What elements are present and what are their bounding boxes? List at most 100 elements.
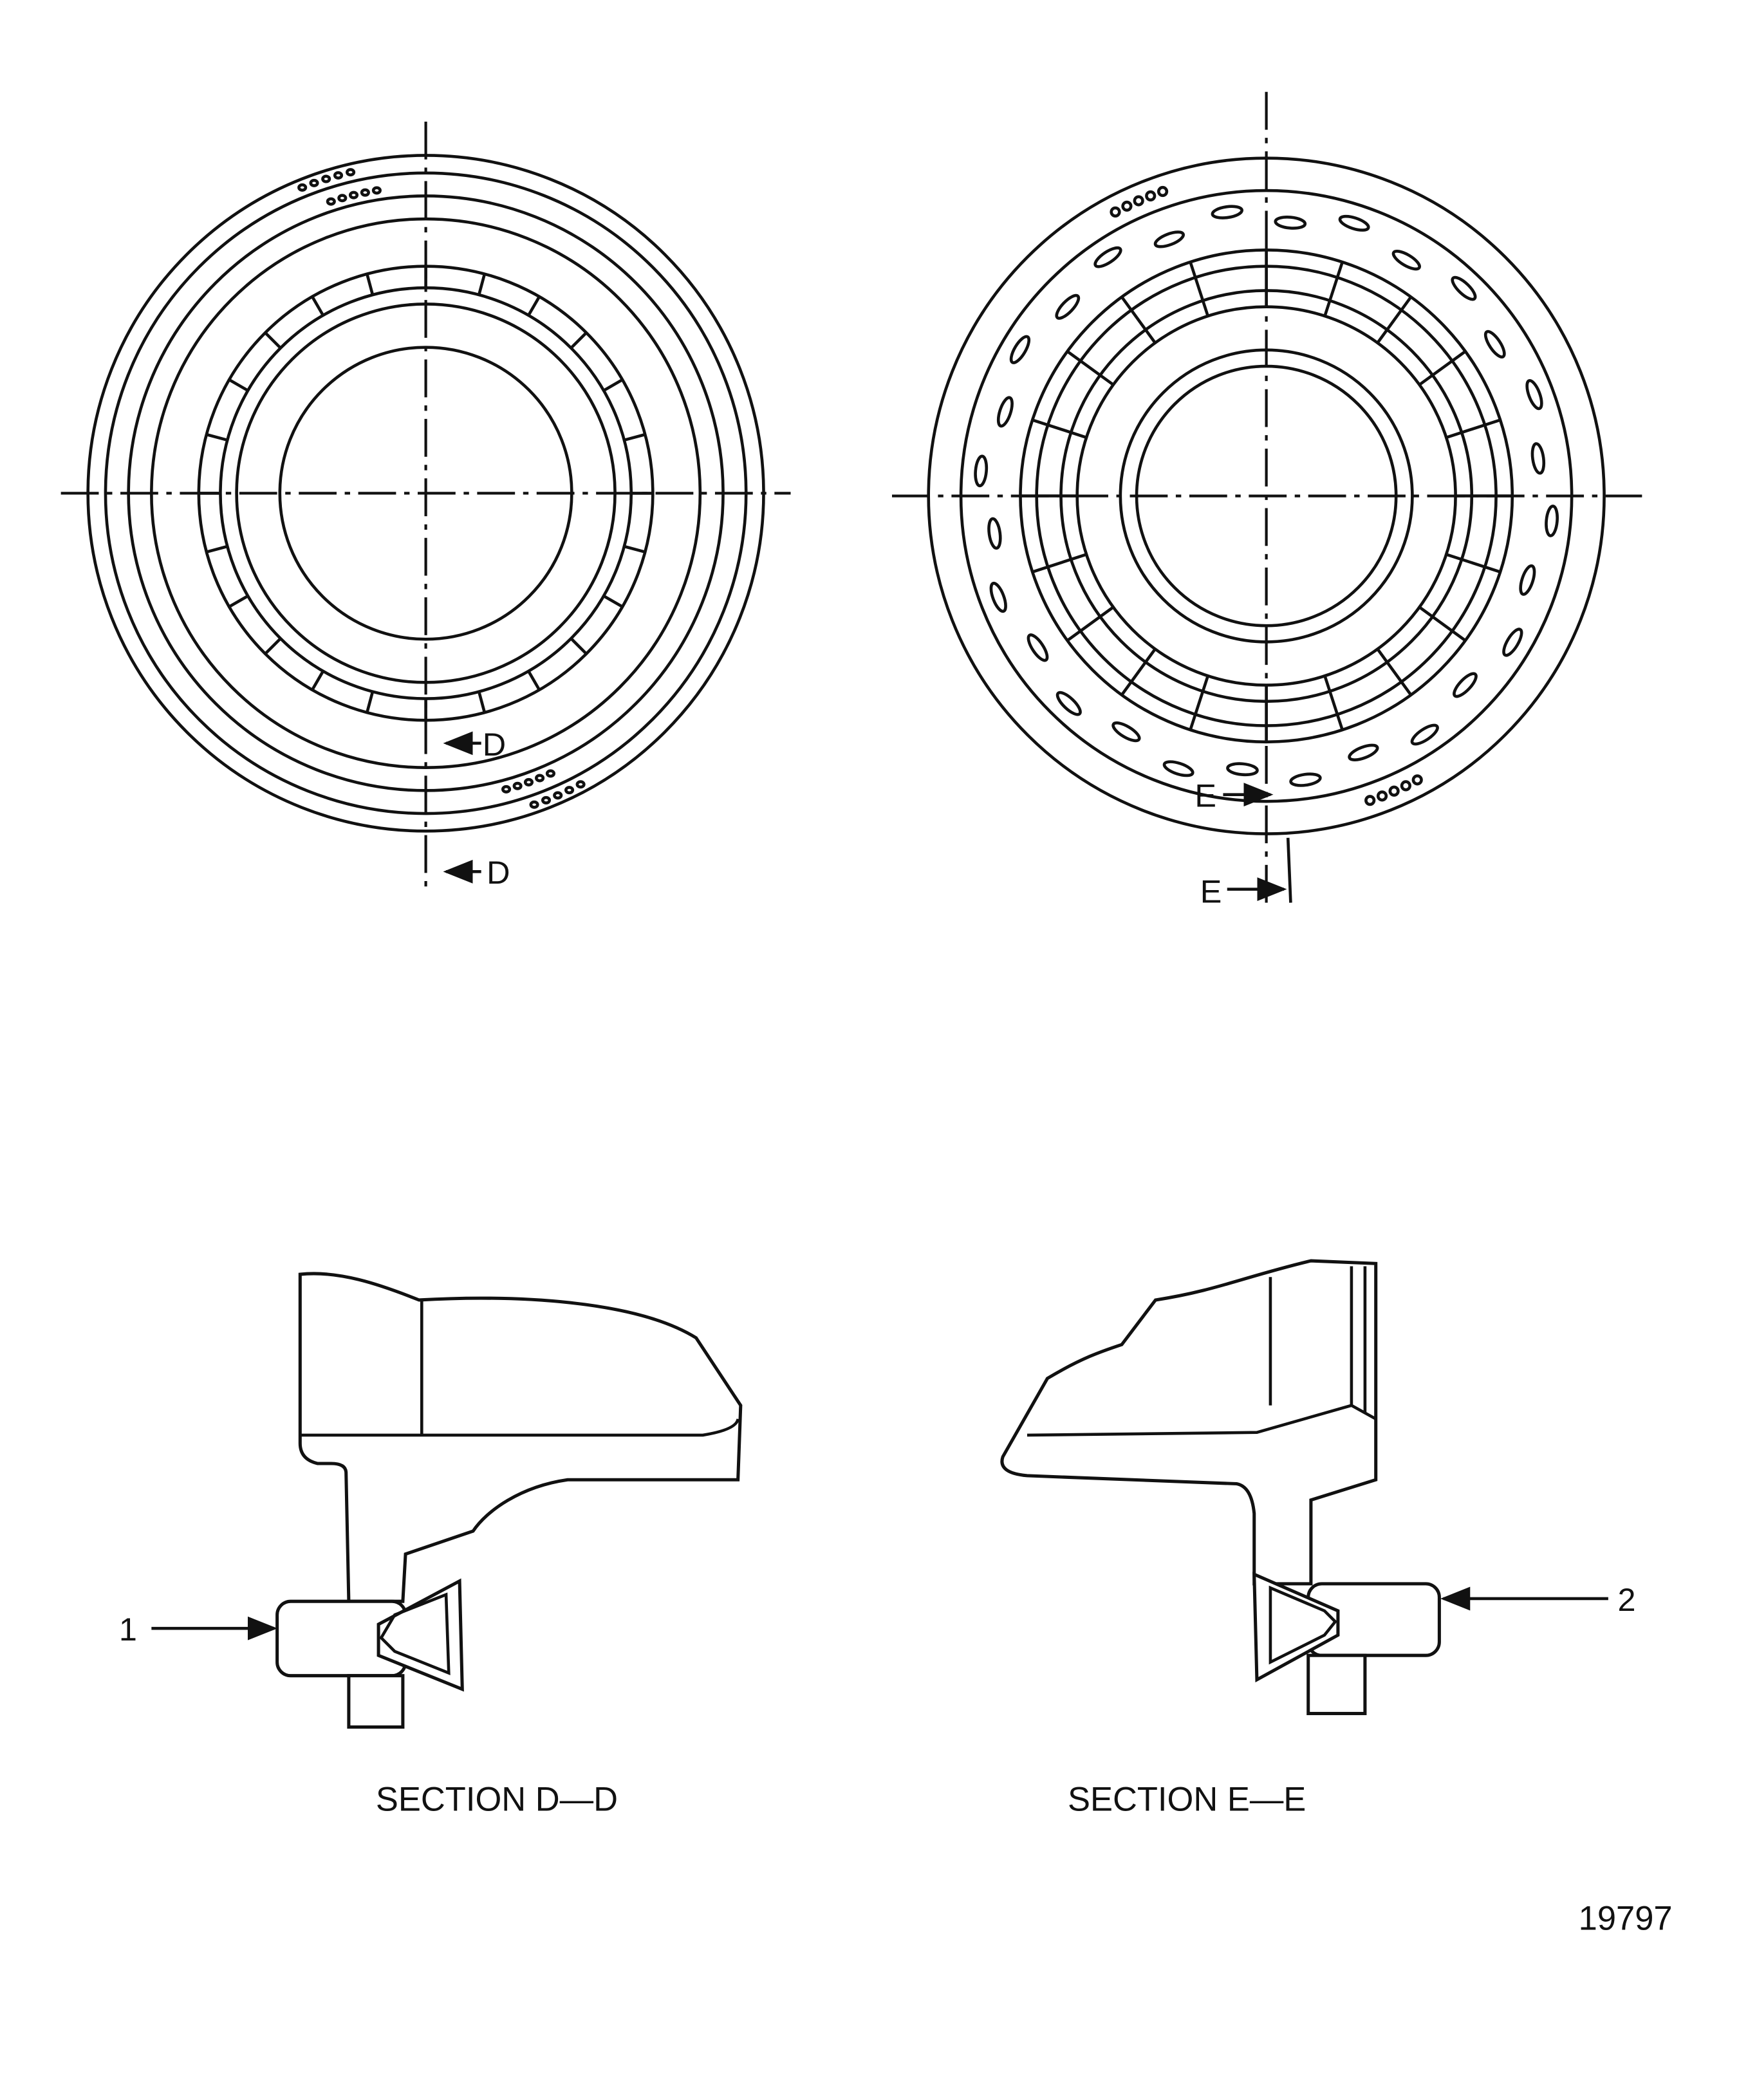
cage-spoke [1446, 553, 1501, 573]
oil-hole-oval [1453, 672, 1478, 698]
cage-spoke [1032, 418, 1087, 439]
oil-hole-oval [987, 517, 1002, 550]
section-e-e-caption: SECTION E—E [1068, 1781, 1306, 1819]
cage-spoke [1032, 553, 1087, 573]
roller-dot [512, 781, 523, 790]
cage-spoke [1376, 648, 1413, 696]
oil-hole-oval [1410, 723, 1439, 746]
oil-hole-oval [1338, 214, 1370, 232]
roller-dot [1364, 795, 1376, 806]
roller-dot [326, 197, 336, 206]
oil-hole-oval [1483, 330, 1506, 359]
cage-slot [311, 670, 325, 691]
oil-hole-oval [1545, 505, 1559, 537]
oil-hole-oval [1055, 691, 1082, 716]
roller-dot [545, 769, 556, 778]
roller-dot [297, 183, 308, 192]
roller-dot [1400, 780, 1411, 792]
cage-slot [206, 432, 228, 442]
oil-hole-oval [1162, 760, 1195, 777]
section-d-d-caption: SECTION D—D [376, 1781, 618, 1819]
oil-hole-oval [974, 454, 989, 488]
cage-slot [527, 670, 541, 691]
roller-dot [501, 785, 512, 794]
roller-dot [333, 171, 344, 180]
oil-hole-oval [1274, 216, 1307, 230]
cage-slot [477, 691, 487, 713]
roller-dot [1110, 206, 1121, 218]
oil-hole-oval [1211, 205, 1243, 219]
section-mark-d-lower: D [487, 854, 510, 891]
oil-hole-oval [1348, 743, 1379, 761]
cage-spoke [1446, 418, 1501, 439]
cage-spoke [1120, 648, 1157, 696]
cage-spoke [1376, 296, 1413, 344]
cage-slot [264, 637, 282, 655]
roller-dot [371, 186, 382, 195]
cage-slot [602, 378, 624, 392]
cage-spoke [1418, 350, 1467, 386]
roller-dot [1157, 185, 1169, 198]
cage-slot [624, 432, 646, 442]
cage-slot [527, 295, 541, 317]
cage-slot [570, 331, 588, 349]
oil-hole-oval [989, 581, 1007, 613]
section-mark-e-lower: E [1200, 873, 1222, 910]
callout-2: 2 [1618, 1581, 1636, 1618]
roller-dot [1121, 200, 1133, 212]
oil-hole-oval [1027, 633, 1049, 662]
cage-spoke [1066, 350, 1115, 386]
roller-dot [1145, 190, 1157, 201]
left-circular-view: D D [60, 121, 791, 895]
roller-dot [535, 774, 545, 783]
cage-spoke [1189, 261, 1209, 317]
roller-dot [321, 174, 331, 183]
cage-slot [624, 544, 646, 553]
right-circular-view: E E [891, 91, 1642, 910]
oil-hole-oval [1289, 772, 1322, 787]
oil-hole-oval [1055, 293, 1081, 320]
oil-hole-oval [996, 396, 1014, 428]
oil-hole-oval [1391, 250, 1421, 271]
cage-slot [311, 295, 325, 317]
oil-hole-oval [1226, 762, 1259, 777]
roller-dot [1376, 790, 1388, 802]
cage-spoke [1189, 675, 1209, 730]
oil-hole-oval [1009, 335, 1031, 364]
cage-slot [602, 594, 624, 608]
roller-dot [348, 190, 359, 200]
section-mark-d-upper: D [483, 726, 506, 763]
cage-slot [206, 544, 228, 553]
roller-dot [1388, 785, 1400, 797]
cage-spoke [1323, 675, 1344, 730]
roller-dot [360, 188, 370, 197]
cage-slot [228, 378, 249, 392]
oil-hole-oval [1525, 379, 1543, 411]
roller-dot [553, 791, 563, 800]
oil-hole-oval [1111, 721, 1141, 743]
callout-1: 1 [119, 1611, 137, 1648]
oil-hole-oval [1519, 564, 1536, 596]
oil-hole-oval [1502, 627, 1523, 657]
cage-spoke [1120, 296, 1157, 344]
roller-dot [1411, 774, 1423, 786]
oil-hole-oval [1153, 230, 1185, 248]
section-d-d-drawing: 1 SECTION D—D [119, 1272, 743, 1819]
oil-hole-oval [1093, 246, 1122, 268]
oil-hole-oval [1530, 442, 1546, 475]
roller-dot [541, 795, 552, 804]
cage-spoke [1066, 606, 1115, 642]
cage-spoke [1323, 261, 1344, 317]
cage-spoke [1418, 606, 1467, 642]
figure-number: 19797 [1579, 1899, 1673, 1937]
roller-dot [337, 194, 348, 203]
cage-slot [477, 274, 487, 295]
cage-slot [570, 637, 588, 655]
roller-dot [346, 168, 356, 177]
cage-slot [264, 331, 282, 349]
roller-dot [575, 780, 586, 789]
roller-dot [1133, 195, 1144, 207]
roller-dot [523, 777, 534, 786]
cage-slot [228, 594, 249, 608]
roller-dot [309, 178, 319, 187]
